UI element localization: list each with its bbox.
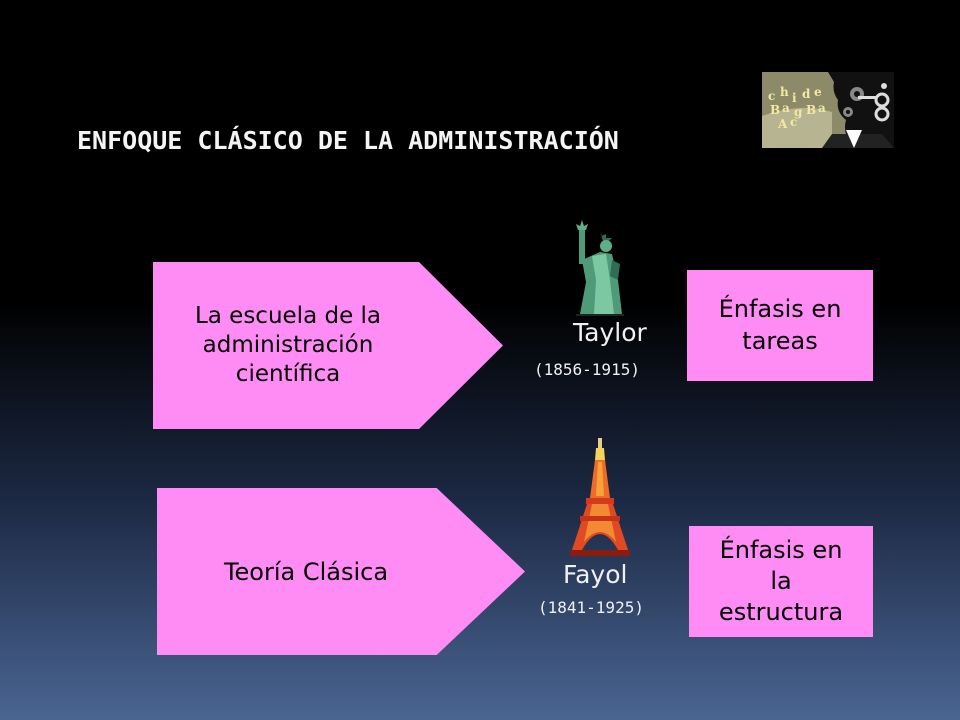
school-arrow-classical: Teoría Clásica [157,488,525,655]
svg-text:g: g [794,105,803,119]
emphasis-label: Énfasis en tareas [718,295,842,355]
svg-text:B: B [770,103,780,117]
svg-text:d: d [802,87,811,101]
person-years: (1856-1915) [534,360,640,379]
emphasis-label: Énfasis en la estructura [718,535,844,627]
svg-text:c: c [768,89,775,103]
svg-text:B: B [806,103,816,117]
svg-text:A: A [777,117,788,131]
svg-text:h: h [780,85,789,99]
person-name: Fayol [563,560,628,589]
emphasis-box-structure: Énfasis en la estructura [689,526,873,637]
slide-title: ENFOQUE CLÁSICO DE LA ADMINISTRACIÓN [77,126,619,155]
school-arrow-scientific: La escuela de la administración científi… [153,262,503,429]
school-label: La escuela de la administración científi… [194,303,382,387]
svg-text:i: i [792,91,797,105]
statue-of-liberty-icon [566,220,630,320]
person-name: Taylor [573,318,647,347]
emphasis-box-tasks: Énfasis en tareas [687,270,873,381]
school-label: Teoría Clásica [223,557,389,586]
svg-text:e: e [814,85,822,99]
svg-text:a: a [818,101,826,115]
svg-text:c: c [790,115,797,129]
eiffel-tower-icon [568,438,632,560]
person-years: (1841-1925) [538,598,644,617]
svg-text:a: a [782,101,790,115]
